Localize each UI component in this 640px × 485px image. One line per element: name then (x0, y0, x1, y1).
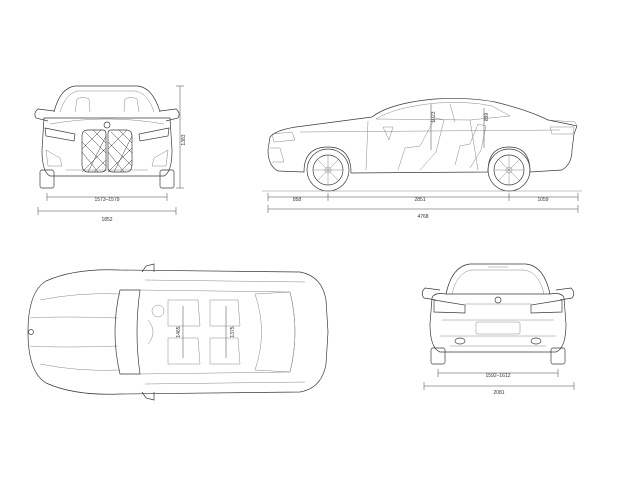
front-wheel (306, 148, 350, 192)
dim-wheelbase: 2851 (414, 197, 425, 203)
dim-side-interior-rear: 899 (484, 113, 490, 122)
bmw-roundel-icon (494, 296, 502, 304)
top-view: 1465 1375 (27, 263, 329, 401)
dim-top-interior-rear: 1375 (230, 326, 236, 337)
front-view: 1383 1573–1579 1852 (34, 85, 187, 223)
rear-wheel (487, 148, 531, 192)
rear-view: 1592–1612 2081 (421, 263, 575, 396)
dim-length: 4768 (417, 214, 428, 220)
dim-front-track: 1573–1579 (94, 197, 119, 203)
bmw-roundel-icon (28, 329, 34, 335)
dim-front-width: 1852 (101, 217, 112, 223)
dim-rear-width: 2081 (493, 390, 504, 396)
dim-side-interior-front: 1023 (431, 111, 437, 122)
dim-front-height: 1383 (181, 134, 187, 145)
side-view: 1023 899 858 2851 1059 4768 (262, 98, 582, 220)
dim-overhang-rear: 1059 (537, 197, 548, 203)
dim-top-interior-front: 1465 (176, 326, 182, 337)
dim-rear-track: 1592–1612 (485, 373, 510, 379)
dim-overhang-front: 858 (293, 197, 302, 203)
bmw-roundel-icon (103, 121, 111, 129)
